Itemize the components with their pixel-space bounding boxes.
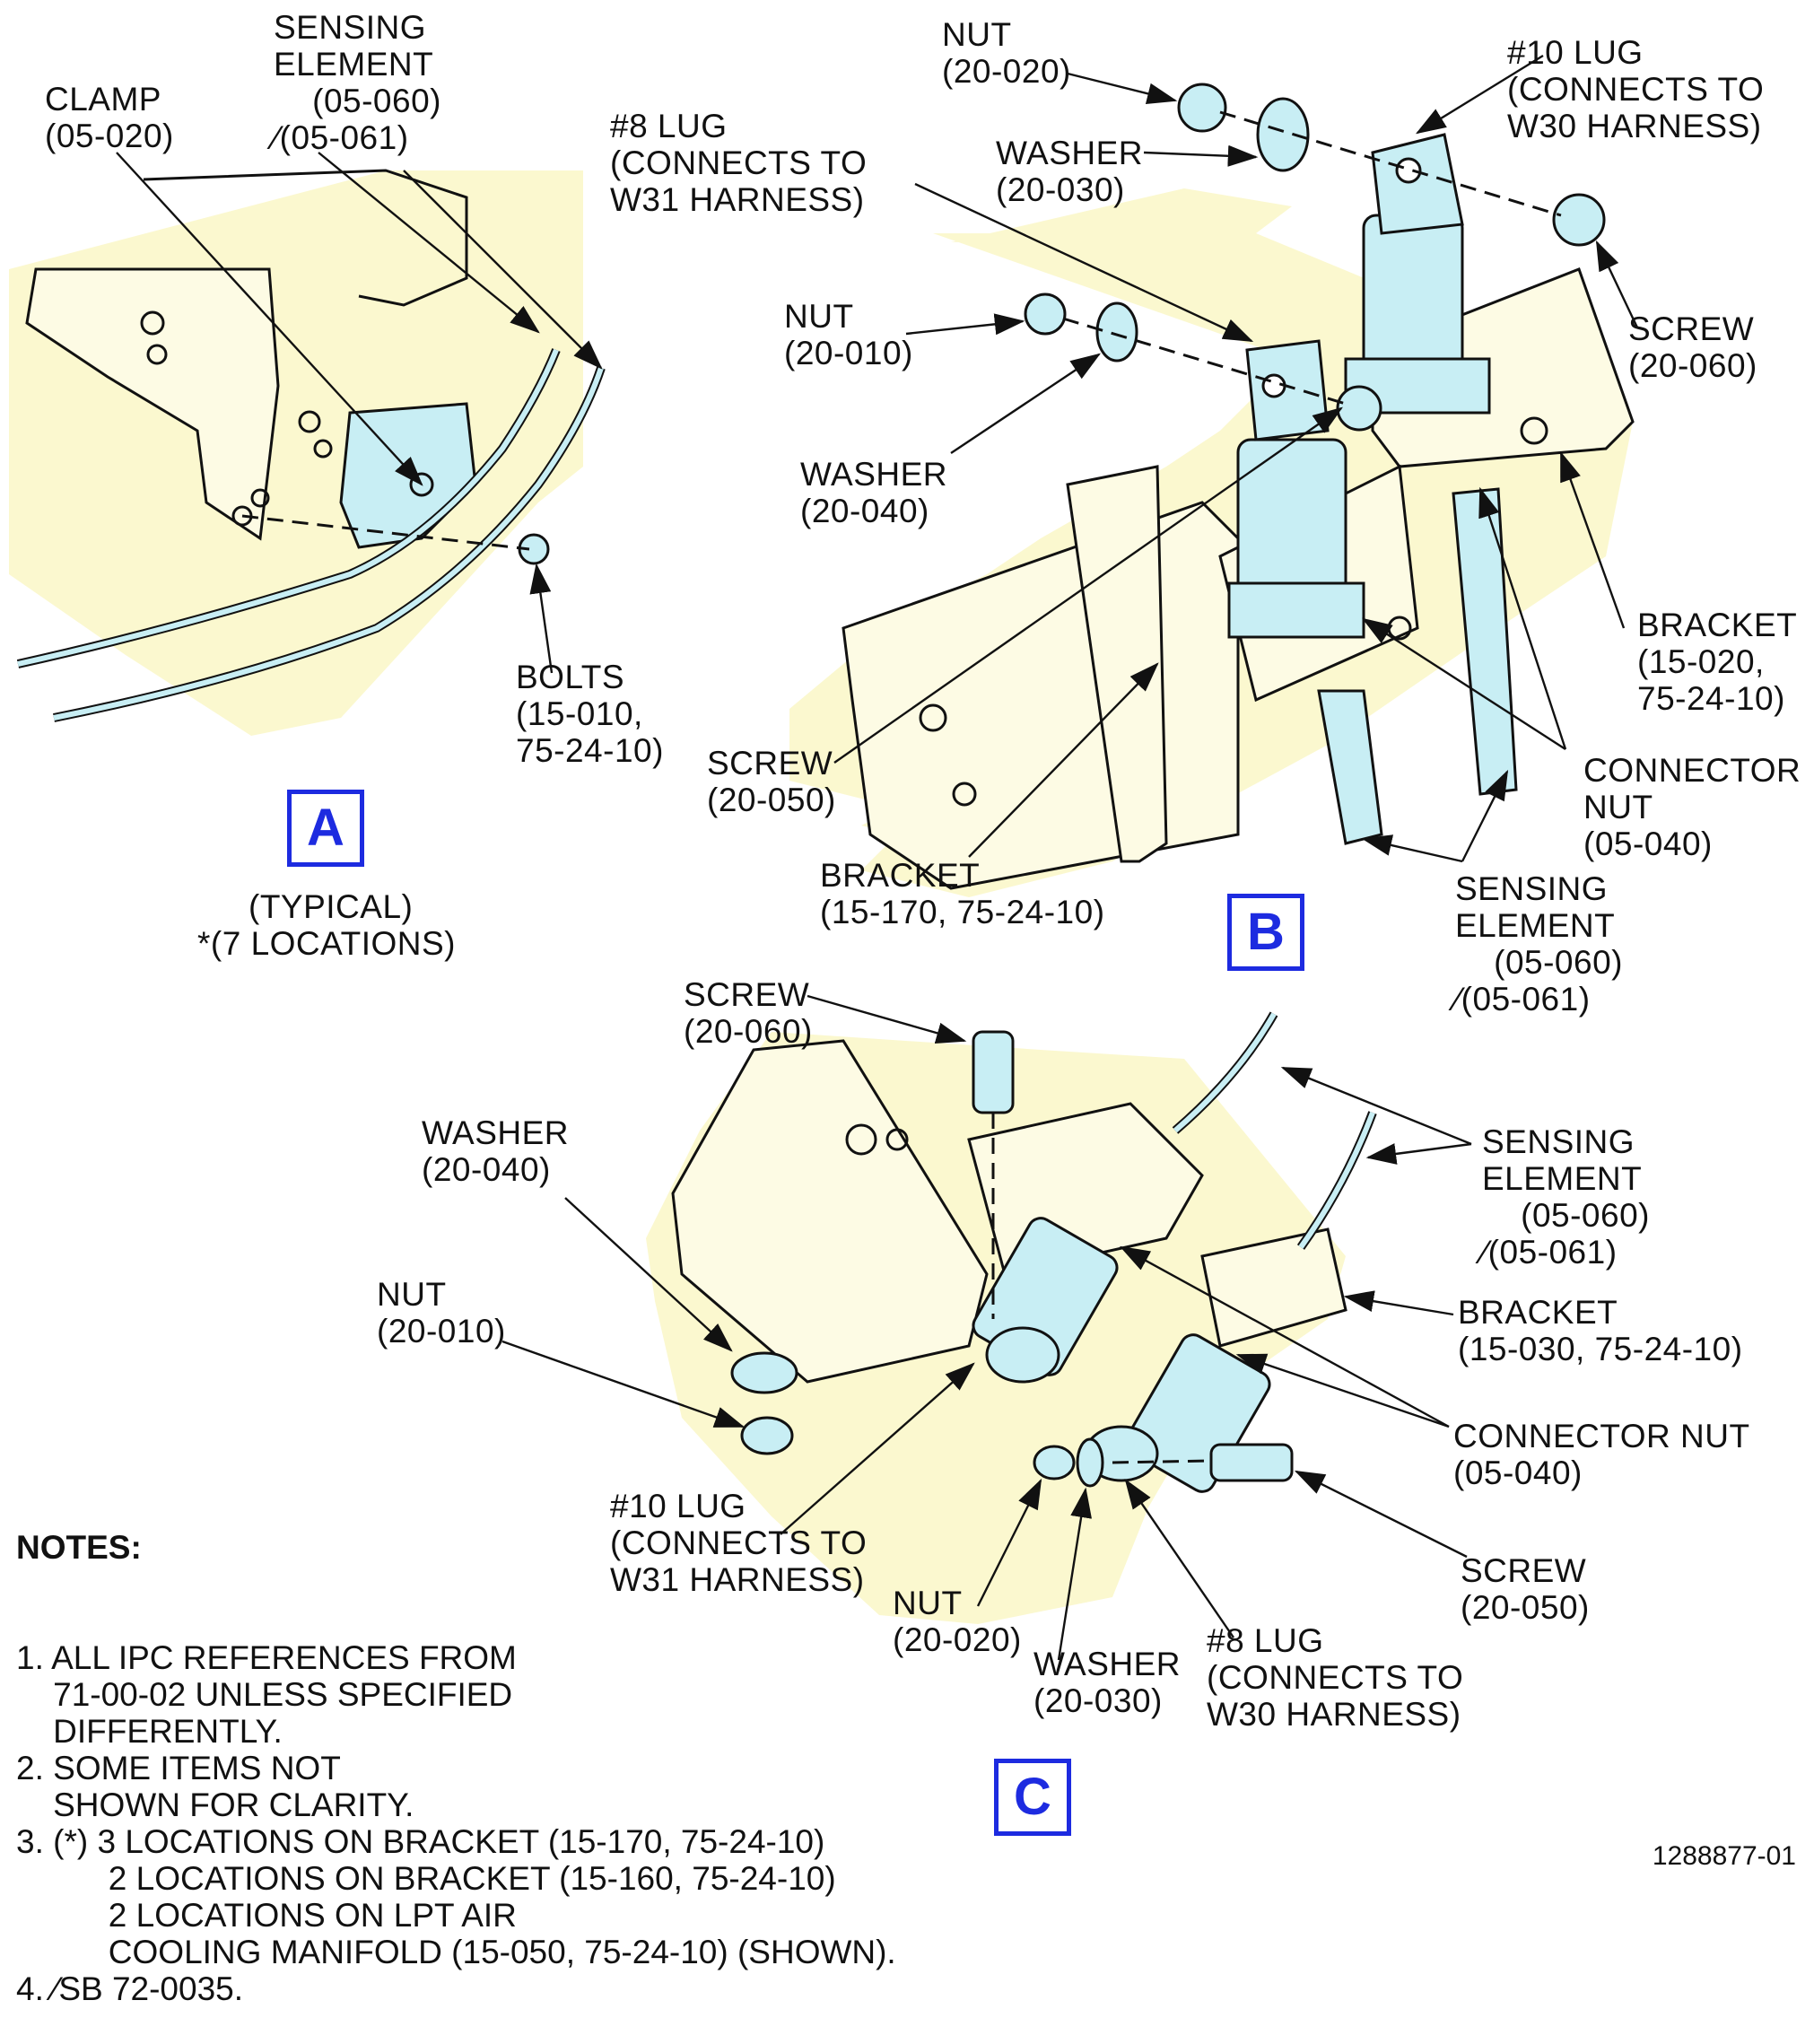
view-c-connector-nut-label: CONNECTOR NUT (05-040) [1453, 1418, 1750, 1491]
exploded-view-drawing [9, 54, 1639, 1661]
leader-lines [116, 54, 1639, 1661]
view-b-washer-20-030 [1256, 97, 1310, 172]
view-b-bracket-15-020-label: BRACKET (15-020, 75-24-10) [1637, 607, 1798, 717]
view-c-washer-20-040-label: WASHER (20-040) [422, 1114, 570, 1188]
view-b-nut-20-010 [1024, 293, 1067, 336]
view-a-sensing-element-label: SENSING ELEMENT (05-060) ∕(05-061) [274, 9, 441, 156]
view-c-nut-20-010-label: NUT (20-010) [377, 1276, 506, 1350]
view-c-hardware [671, 1011, 1377, 1493]
view-b-lug10-label: #10 LUG (CONNECTS TO W30 HARNESS) [1507, 34, 1765, 144]
view-b-bracket-15-170 [842, 501, 1240, 890]
view-a-bolts-label: BOLTS (15-010, 75-24-10) [516, 659, 664, 769]
view-c-screw-20-060-label: SCREW (20-060) [684, 976, 813, 1050]
view-b-sensing-element-label: SENSING ELEMENT (05-060) ∕(05-061) [1455, 870, 1623, 1018]
view-a-hardware [16, 169, 606, 722]
view-c-screw-20-050 [1209, 1443, 1294, 1482]
notes-block: NOTES: 1. ALL IPC REFERENCES FROM 71-00-… [16, 1455, 896, 2044]
view-c-sensing-element-label: SENSING ELEMENT (05-060) ∕(05-061) [1482, 1123, 1650, 1271]
view-b-screw-20-060 [1552, 193, 1606, 247]
view-b-screw-20-060-label: SCREW (20-060) [1628, 310, 1757, 384]
view-b-nut-20-020 [1177, 83, 1227, 133]
view-c-bracket-15-030-label: BRACKET (15-030, 75-24-10) [1458, 1294, 1743, 1367]
figure-number: 1288877-01 [1652, 1841, 1796, 1871]
view-c-sensor-right [1124, 1333, 1271, 1493]
notes-title: NOTES: [16, 1529, 142, 1566]
view-b-letter: B [1227, 894, 1304, 971]
view-c-washer-20-030-label: WASHER (20-030) [1033, 1646, 1182, 1719]
view-a-bracket [25, 267, 280, 541]
view-c-nut-20-020 [1033, 1445, 1076, 1481]
view-b-screw-20-050 [1336, 385, 1382, 432]
notes-body: 1. ALL IPC REFERENCES FROM 71-00-02 UNLE… [16, 1639, 896, 2007]
view-c-letter: C [994, 1759, 1071, 1836]
view-b-connector-nut-label: CONNECTOR NUT (05-040) [1583, 752, 1801, 862]
view-b-nut-20-020-label: NUT (20-020) [942, 16, 1071, 90]
view-c-lug10-label: #10 LUG (CONNECTS TO W31 HARNESS) [610, 1488, 868, 1598]
view-c-lug8-label: #8 LUG (CONNECTS TO W30 HARNESS) [1207, 1622, 1464, 1733]
view-b-bracket-15-170-label: BRACKET (15-170, 75-24-10) [820, 857, 1105, 930]
view-c-washer-20-030 [1076, 1437, 1104, 1488]
view-a-caption-locations: *(7 LOCATIONS) [197, 925, 456, 962]
view-b-washer-20-040 [1095, 301, 1138, 363]
view-c-nut-20-010 [740, 1416, 794, 1455]
view-b-washer-20-040-label: WASHER (20-040) [800, 456, 948, 529]
view-c-washer-20-040 [730, 1351, 798, 1394]
view-c-nut-20-020-label: NUT (20-020) [893, 1585, 1022, 1658]
view-b-bracket-15-020 [1371, 267, 1635, 468]
view-b-hardware [842, 83, 1635, 890]
view-a-caption-typical: (TYPICAL) [249, 888, 414, 925]
view-b-lug8-label: #8 LUG (CONNECTS TO W31 HARNESS) [610, 108, 868, 218]
view-a-clamp-label: CLAMP (05-020) [45, 81, 174, 154]
view-b-screw-20-050-label: SCREW (20-050) [707, 745, 836, 818]
view-c-screw-20-050-label: SCREW (20-050) [1461, 1552, 1590, 1626]
view-c-bracket [671, 1039, 989, 1384]
view-a-letter: A [287, 790, 364, 867]
view-b-nut-20-010-label: NUT (20-010) [784, 298, 913, 371]
view-c-screw-20-060 [972, 1030, 1015, 1114]
view-b-washer-20-030-label: WASHER (20-030) [996, 135, 1144, 208]
